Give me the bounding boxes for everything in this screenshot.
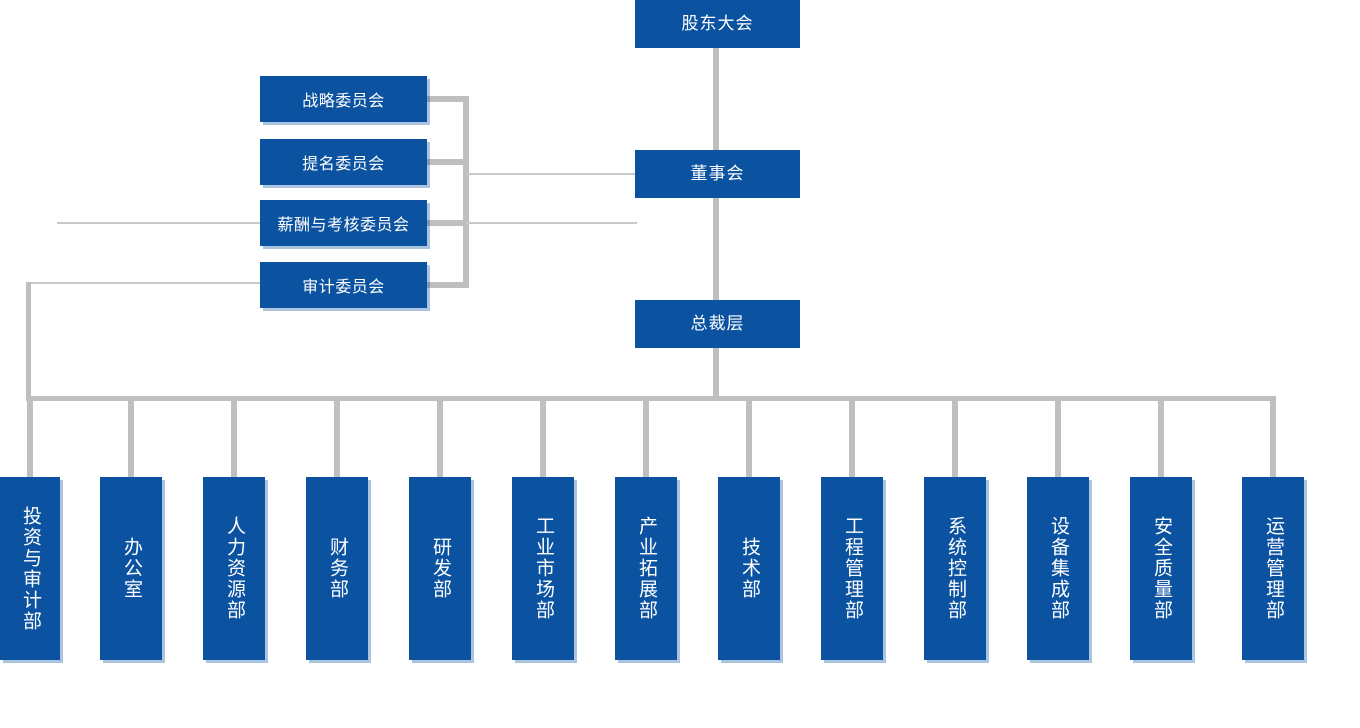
node-dept-11-label: 设备集成部 — [1047, 516, 1069, 621]
node-dept-4[interactable]: 财务部 — [306, 477, 368, 660]
connector-shareholders-to-board — [713, 48, 719, 151]
node-dept-9[interactable]: 工程管理部 — [821, 477, 883, 660]
node-dept-3-label: 人力资源部 — [223, 516, 245, 621]
node-dept-10-label: 系统控制部 — [944, 516, 966, 621]
node-shareholders-label: 股东大会 — [681, 13, 754, 33]
node-committee-strategy[interactable]: 战略委员会 — [260, 76, 427, 122]
connector-audit-stub — [427, 282, 469, 288]
node-dept-1[interactable]: 投资与审计部 — [0, 477, 60, 660]
node-dept-6[interactable]: 工业市场部 — [512, 477, 574, 660]
connector-drop-dept-11 — [1055, 396, 1061, 481]
node-dept-12[interactable]: 安全质量部 — [1130, 477, 1192, 660]
node-dept-5-label: 研发部 — [429, 537, 451, 600]
connector-department-bus — [26, 396, 1276, 401]
node-committee-strategy-label: 战略委员会 — [302, 93, 385, 110]
connector-compensation-left-line — [57, 222, 261, 224]
node-president[interactable]: 总裁层 — [635, 300, 800, 348]
node-dept-6-label: 工业市场部 — [532, 516, 554, 621]
node-dept-7[interactable]: 产业拓展部 — [615, 477, 677, 660]
node-dept-11[interactable]: 设备集成部 — [1027, 477, 1089, 660]
node-president-label: 总裁层 — [690, 313, 745, 333]
node-dept-2[interactable]: 办公室 — [100, 477, 162, 660]
connector-compensation-stub — [427, 220, 469, 226]
connector-board-to-president — [713, 198, 719, 301]
node-dept-1-label: 投资与审计部 — [19, 505, 41, 632]
connector-drop-dept-6 — [540, 396, 546, 481]
node-dept-3[interactable]: 人力资源部 — [203, 477, 265, 660]
node-dept-10[interactable]: 系统控制部 — [924, 477, 986, 660]
connector-nomination-stub — [427, 159, 469, 165]
connector-audit-left-line — [28, 282, 261, 284]
node-board-label: 董事会 — [690, 163, 745, 183]
node-committee-compensation-label: 薪酬与考核委员会 — [277, 217, 410, 234]
node-dept-8[interactable]: 技术部 — [718, 477, 780, 660]
connector-drop-dept-7 — [643, 396, 649, 481]
connector-drop-dept-2 — [128, 396, 134, 481]
connector-drop-dept-9 — [849, 396, 855, 481]
node-dept-4-label: 财务部 — [326, 537, 348, 600]
connector-drop-dept-3 — [231, 396, 237, 481]
node-committee-audit-label: 审计委员会 — [302, 279, 385, 296]
node-board[interactable]: 董事会 — [635, 150, 800, 198]
node-dept-7-label: 产业拓展部 — [635, 516, 657, 621]
node-dept-2-label: 办公室 — [120, 537, 142, 600]
node-shareholders[interactable]: 股东大会 — [635, 0, 800, 48]
connector-drop-dept-5 — [437, 396, 443, 481]
connector-drop-dept-4 — [334, 396, 340, 481]
connector-drop-dept-1 — [27, 396, 33, 481]
connector-drop-dept-12 — [1158, 396, 1164, 481]
connector-audit-riser — [26, 282, 31, 400]
node-committee-compensation[interactable]: 薪酬与考核委员会 — [260, 200, 427, 246]
node-committee-audit[interactable]: 审计委员会 — [260, 262, 427, 308]
connector-compensation-right-line — [466, 222, 637, 224]
node-dept-13[interactable]: 运营管理部 — [1242, 477, 1304, 660]
connector-committees-to-board — [466, 173, 638, 175]
connector-committee-spine — [463, 96, 469, 288]
connector-drop-dept-13 — [1270, 396, 1276, 481]
node-dept-12-label: 安全质量部 — [1150, 516, 1172, 621]
node-dept-9-label: 工程管理部 — [841, 516, 863, 621]
connector-drop-dept-8 — [746, 396, 752, 481]
connector-drop-dept-10 — [952, 396, 958, 481]
node-dept-13-label: 运营管理部 — [1262, 516, 1284, 621]
node-committee-nomination-label: 提名委员会 — [302, 156, 385, 173]
node-committee-nomination[interactable]: 提名委员会 — [260, 139, 427, 185]
connector-strategy-stub — [427, 96, 469, 102]
connector-president-to-bus — [713, 348, 719, 400]
node-dept-8-label: 技术部 — [738, 537, 760, 600]
node-dept-5[interactable]: 研发部 — [409, 477, 471, 660]
